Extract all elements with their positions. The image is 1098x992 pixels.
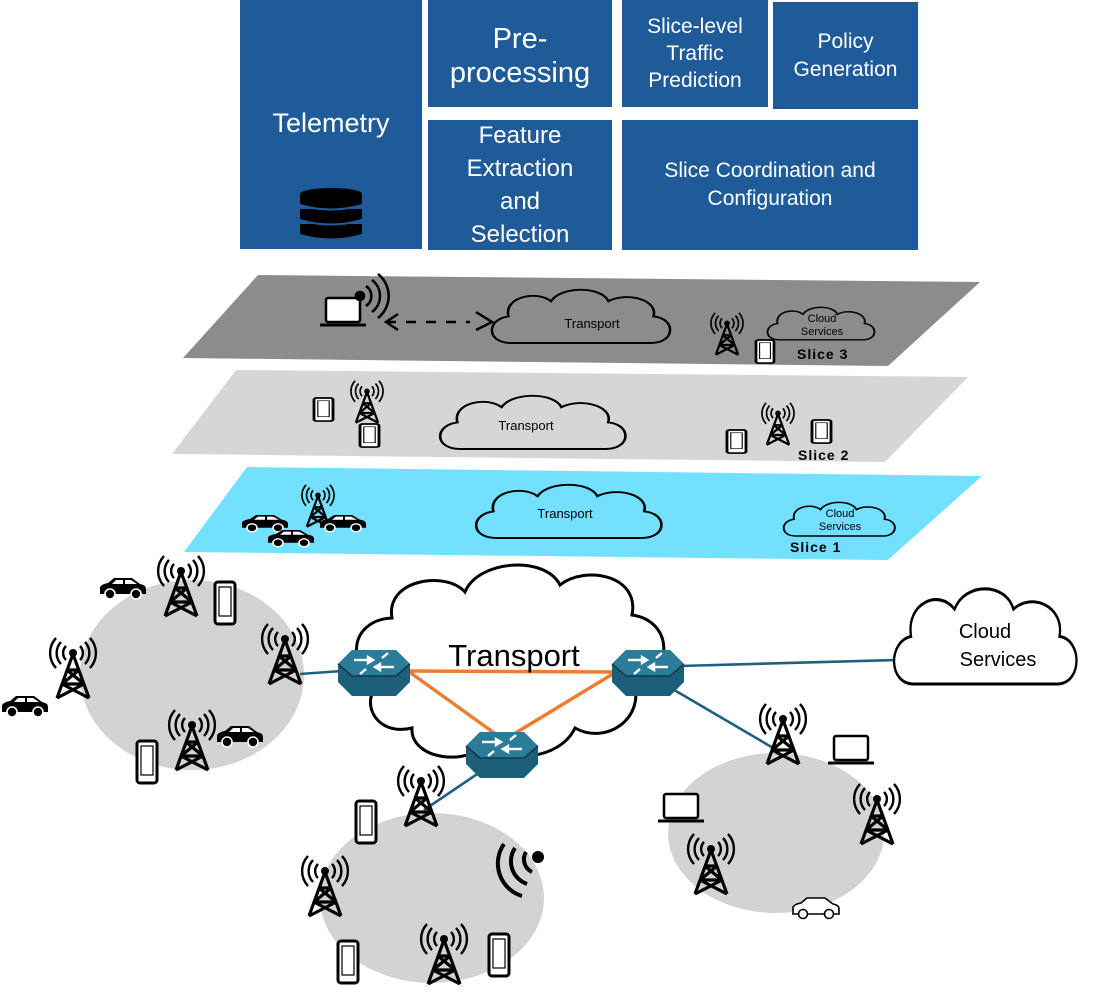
- slice-3-label: Slice 3: [797, 346, 848, 362]
- transport-cloud: [355, 563, 666, 759]
- slice-2-phone-icon: [358, 422, 381, 449]
- slice-3-phone-icon: [754, 338, 776, 365]
- slice-1-label: Slice 1: [790, 539, 841, 555]
- slice-2-label: Slice 2: [798, 447, 849, 463]
- router-icon: [464, 730, 540, 780]
- phone-icon: [135, 739, 159, 785]
- laptop-icon: [826, 734, 876, 765]
- transport-label: Transport: [448, 638, 580, 673]
- slice-3-dashed-arrow: [383, 310, 495, 332]
- slice-2-transport-label: Transport: [498, 418, 554, 433]
- slice-3-signal-icon: [354, 272, 390, 320]
- phone-icon: [487, 932, 511, 978]
- slice-2-phone-icon: [312, 396, 335, 423]
- preprocessing-box: Pre- processing: [428, 0, 612, 107]
- phone-icon: [336, 939, 360, 985]
- router-icon: [336, 648, 412, 698]
- car-icon: [1, 695, 49, 718]
- router-mesh: [406, 669, 617, 742]
- slice-coordination-box: Slice Coordination and Configuration: [622, 120, 918, 250]
- telemetry-label: Telemetry: [272, 108, 390, 138]
- telemetry-box: Telemetry: [240, 0, 422, 249]
- slice-3-laptop-icon: [318, 296, 368, 327]
- car-icon: [792, 897, 840, 920]
- phone-icon: [354, 799, 378, 845]
- phone-icon: [213, 580, 237, 626]
- traffic-prediction-box: Slice-level Traffic Prediction: [622, 0, 768, 107]
- router-icon: [610, 648, 686, 698]
- cell-area-right: [668, 753, 884, 913]
- policy-generation-box: Policy Generation: [773, 2, 918, 109]
- laptop-icon: [656, 792, 706, 823]
- car-icon: [99, 577, 147, 600]
- wifi-signal-icon: [495, 842, 544, 898]
- database-icon: [299, 188, 363, 241]
- cell-area-left: [80, 580, 304, 770]
- feature-extraction-box: Feature Extraction and Selection: [428, 120, 612, 250]
- slice-3-transport-label: Transport: [564, 316, 620, 331]
- slice-2-phone-icon: [725, 428, 748, 455]
- slice-1-transport-label: Transport: [537, 506, 593, 521]
- slice-2-phone-icon: [810, 418, 833, 445]
